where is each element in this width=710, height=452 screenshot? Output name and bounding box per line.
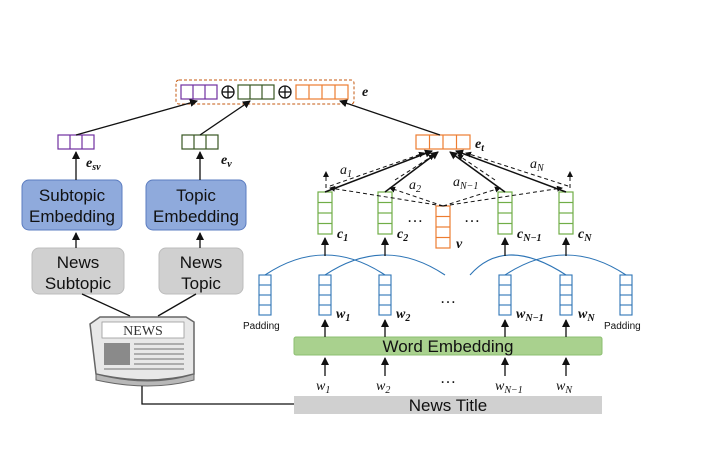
query-vector-v	[435, 205, 451, 249]
topic-embedding-line1: Topic	[176, 186, 216, 205]
news-subtopic-box	[31, 247, 125, 295]
label-an: aN	[530, 157, 545, 174]
news-subtopic-line1: News	[57, 253, 100, 272]
label-cn: cN	[578, 227, 592, 244]
label-cn-1: cN−1	[517, 227, 542, 244]
news-topic-box	[158, 247, 244, 295]
subtopic-embedding-line1: Subtopic	[39, 186, 106, 205]
word-embedding-label: Word Embedding	[382, 337, 513, 356]
context-vector-c1	[317, 191, 333, 235]
word-embedding-bar	[293, 336, 603, 356]
vector-e-sv	[57, 134, 95, 150]
newspaper-icon: NEWS	[89, 316, 195, 387]
input-word-1: w1	[316, 379, 330, 396]
subtopic-embedding-line2: Embedding	[29, 207, 115, 226]
newspaper-title: NEWS	[123, 324, 163, 339]
topic-embedding-box	[145, 179, 247, 231]
vector-e-t	[415, 134, 471, 150]
news-subtopic-line2: Subtopic	[45, 274, 112, 293]
label-c1: c1	[337, 227, 348, 244]
news-title-label: News Title	[409, 396, 487, 415]
padding-vector-left	[258, 274, 272, 316]
label-e: e	[362, 85, 368, 100]
word-dots: …	[440, 290, 456, 307]
final-vector-border	[175, 79, 355, 105]
news-topic-line1: News	[180, 253, 223, 272]
padding-label-right: Padding	[604, 321, 641, 332]
context-vector-cn-1	[497, 191, 513, 235]
label-c2: c2	[397, 227, 408, 244]
label-e-t: et	[475, 137, 485, 154]
padding-label-left: Padding	[243, 321, 280, 332]
news-topic-line2: Topic	[181, 274, 221, 293]
label-a2: a2	[409, 178, 421, 195]
padding-vector-right	[619, 274, 633, 316]
context-vector-c2	[377, 191, 393, 235]
label-a1: a1	[340, 163, 352, 180]
input-word-2: w2	[376, 379, 390, 396]
label-e-sv: esv	[86, 156, 101, 173]
vector-e-v	[181, 134, 219, 150]
subtopic-embedding-box	[21, 179, 123, 231]
input-word-n-1: wN−1	[495, 379, 523, 396]
topic-embedding-line2: Embedding	[153, 207, 239, 226]
context-dots-left: …	[407, 209, 423, 226]
input-word-n: wN	[556, 379, 573, 396]
input-dots: …	[440, 370, 456, 387]
word-label-n-1: wN−1	[516, 307, 544, 324]
label-e-v: ev	[221, 153, 232, 170]
label-v: v	[456, 237, 463, 252]
context-vector-cn	[558, 191, 574, 235]
word-label-1: w1	[336, 307, 350, 324]
convolution-window-arcs	[264, 254, 627, 276]
word-vector-1	[318, 274, 332, 316]
word-vector-n-1	[498, 274, 512, 316]
news-title-bar	[294, 396, 602, 414]
context-dots-right: …	[464, 209, 480, 226]
word-label-2: w2	[396, 307, 410, 324]
word-label-n: wN	[578, 307, 595, 324]
label-an-1: aN−1	[453, 175, 478, 192]
word-vector-n	[559, 274, 573, 316]
final-vector-e	[180, 84, 349, 100]
word-vector-2	[378, 274, 392, 316]
